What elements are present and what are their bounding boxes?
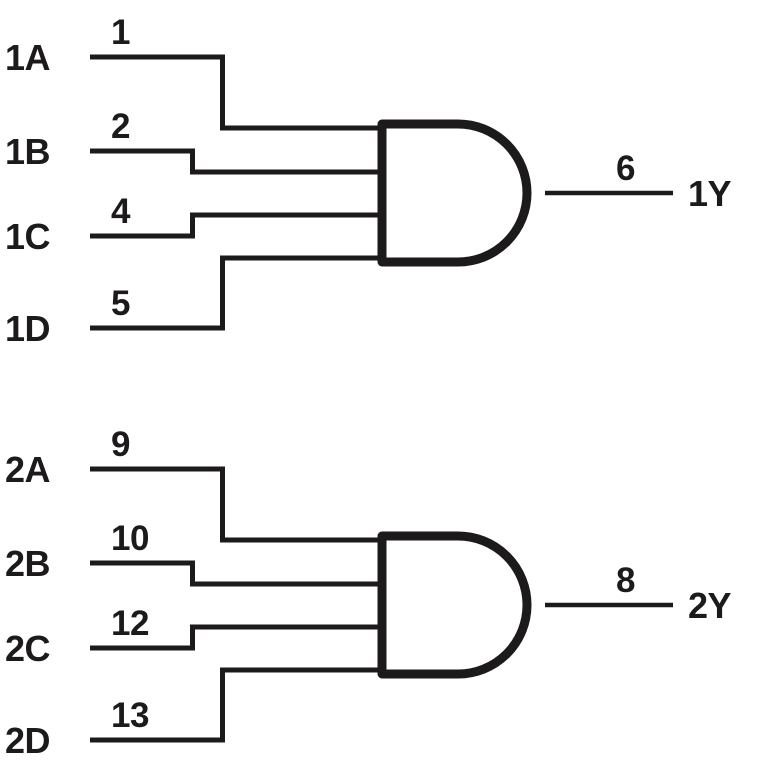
gate-1-and-symbol — [377, 119, 532, 267]
wire-gate1-input-c — [90, 212, 381, 239]
wire-gate1-input-d — [90, 255, 381, 331]
pin-number-gate2-output: 8 — [616, 561, 635, 600]
port-label-2b: 2B — [5, 543, 50, 584]
pin-number-gate2-c: 12 — [111, 604, 149, 643]
wire-gate2-input-d — [90, 667, 381, 743]
port-label-1y: 1Y — [688, 173, 732, 214]
port-label-2c: 2C — [5, 628, 51, 669]
pin-number-gate2-d: 13 — [111, 696, 149, 735]
gate-2-and-symbol — [377, 531, 532, 679]
pin-number-gate1-a: 1 — [111, 13, 130, 52]
gate-1-group: 1 2 4 5 6 1A 1B 1C 1D 1Y — [5, 13, 732, 349]
pin-number-gate1-b: 2 — [111, 107, 130, 146]
wire-gate2-input-a — [90, 466, 381, 543]
wire-gate2-input-b — [90, 560, 381, 587]
wire-gate2-input-c — [90, 624, 381, 651]
pin-number-gate1-output: 6 — [616, 149, 635, 188]
port-label-2a: 2A — [5, 449, 51, 490]
wire-gate1-input-b — [90, 148, 381, 175]
port-label-1a: 1A — [5, 37, 51, 78]
gate-2-group: 9 10 12 13 8 2A 2B 2C 2D 2Y — [5, 425, 732, 761]
port-label-2d: 2D — [5, 720, 50, 761]
pin-number-gate2-a: 9 — [111, 425, 130, 464]
port-label-1b: 1B — [5, 131, 50, 172]
port-label-2y: 2Y — [688, 585, 732, 626]
pin-number-gate2-b: 10 — [111, 519, 149, 558]
pin-number-gate1-c: 4 — [111, 192, 131, 231]
port-label-1d: 1D — [5, 308, 50, 349]
pin-number-gate1-d: 5 — [111, 284, 130, 323]
port-label-1c: 1C — [5, 216, 51, 257]
wire-gate1-input-a — [90, 54, 381, 131]
